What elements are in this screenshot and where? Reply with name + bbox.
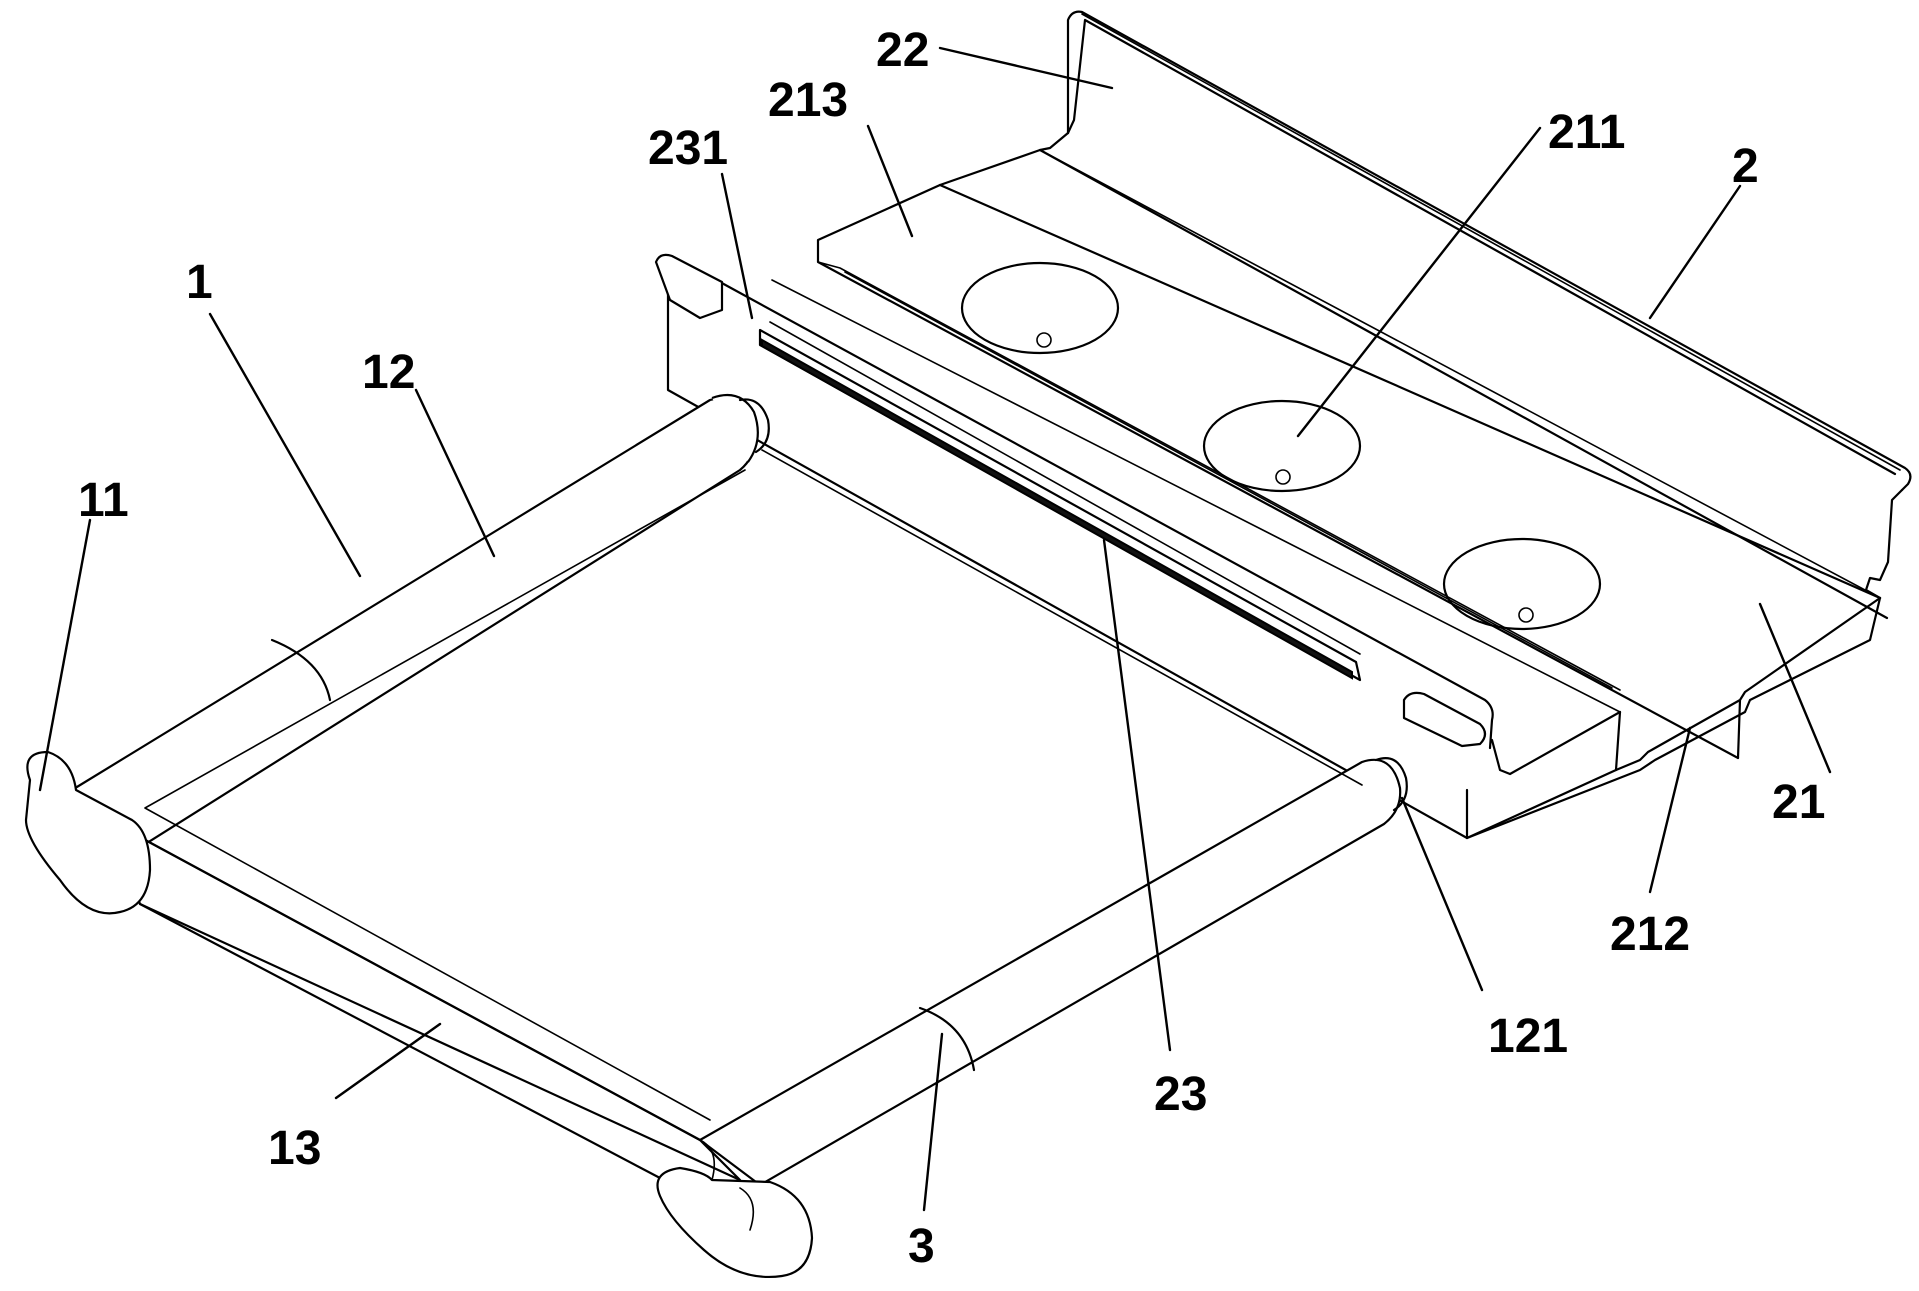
rear-band: [270, 638, 332, 702]
leader-11: [38, 518, 92, 792]
back-wall-top-line: [1081, 13, 1901, 471]
frame-assembly: [24, 394, 1408, 1278]
leader-12: [414, 388, 496, 558]
label-12: 12: [362, 346, 415, 399]
leader-2: [1648, 184, 1742, 320]
front-tube: [698, 758, 1402, 1187]
rear-tube-cap: [738, 398, 770, 454]
tray-assembly: [654, 10, 1912, 840]
leader-231: [720, 172, 754, 320]
leader-121: [1400, 796, 1484, 992]
back-wall-inner-edge: [1066, 18, 1897, 476]
label-13: 13: [268, 1122, 321, 1175]
label-23: 23: [1154, 1068, 1207, 1121]
leader-13: [334, 1022, 442, 1100]
screw-2: [1275, 469, 1291, 485]
leader-213: [866, 124, 914, 238]
hole-1: [960, 261, 1120, 355]
label-22: 22: [876, 24, 929, 77]
rear-tube-end: [711, 394, 759, 463]
raised-plate-edge: [938, 183, 1882, 600]
back-wall: [1066, 10, 1912, 492]
right-corner-joint: [656, 1166, 814, 1278]
label-212: 212: [1610, 908, 1690, 961]
cross-tube: [110, 820, 742, 1182]
label-211: 211: [1548, 106, 1625, 159]
tray-bottom-edge: [1465, 596, 1882, 840]
panel-edge: [144, 449, 1363, 1121]
leader-212: [1648, 726, 1692, 894]
front-band: [918, 1006, 976, 1072]
front-tube-cap: [1374, 757, 1408, 812]
label-11: 11: [78, 474, 129, 527]
leader-21: [1758, 602, 1832, 774]
hole-2: [1202, 399, 1362, 493]
label-21: 21: [1772, 776, 1825, 829]
leader-211: [1296, 126, 1542, 438]
raised-plate: [816, 148, 1740, 760]
screw-3: [1518, 607, 1534, 623]
tray-right-profile: [1864, 488, 1904, 600]
bottom-step: [1614, 596, 1882, 772]
screw-1: [1036, 332, 1052, 348]
slot-rail-top: [769, 321, 1361, 655]
raised-plate-step: [817, 261, 1621, 691]
slot-rail-dark: [761, 338, 1353, 680]
label-1: 1: [186, 256, 213, 309]
leader-3: [922, 1032, 944, 1212]
left-end-stop: [654, 253, 724, 320]
tray-floor-far-line: [1039, 149, 1881, 599]
right-joint-seam: [699, 1139, 755, 1231]
label-3: 3: [908, 1220, 935, 1273]
label-121: 121: [1488, 1010, 1568, 1063]
reference-labels: 22 213 231 211 2 1 12 11 21 212 121 23 1…: [78, 24, 1825, 1273]
plate-groove-2: [771, 279, 1621, 713]
back-wall-base: [1038, 131, 1889, 620]
label-2: 2: [1732, 140, 1759, 193]
leader-23: [1102, 538, 1172, 1052]
hole-3: [1442, 537, 1602, 631]
slot-rail: [758, 328, 1362, 682]
front-lip-top: [718, 280, 1494, 840]
front-lip-inner: [1490, 710, 1622, 776]
cross-tube-bottom: [138, 902, 662, 1180]
right-end-stop: [1402, 691, 1487, 748]
label-213: 213: [768, 74, 848, 127]
leader-22: [938, 46, 1114, 90]
cross-tube-top: [110, 820, 702, 1142]
leader-lines: [38, 46, 1832, 1212]
label-231: 231: [648, 122, 728, 175]
leader-1: [208, 312, 362, 578]
